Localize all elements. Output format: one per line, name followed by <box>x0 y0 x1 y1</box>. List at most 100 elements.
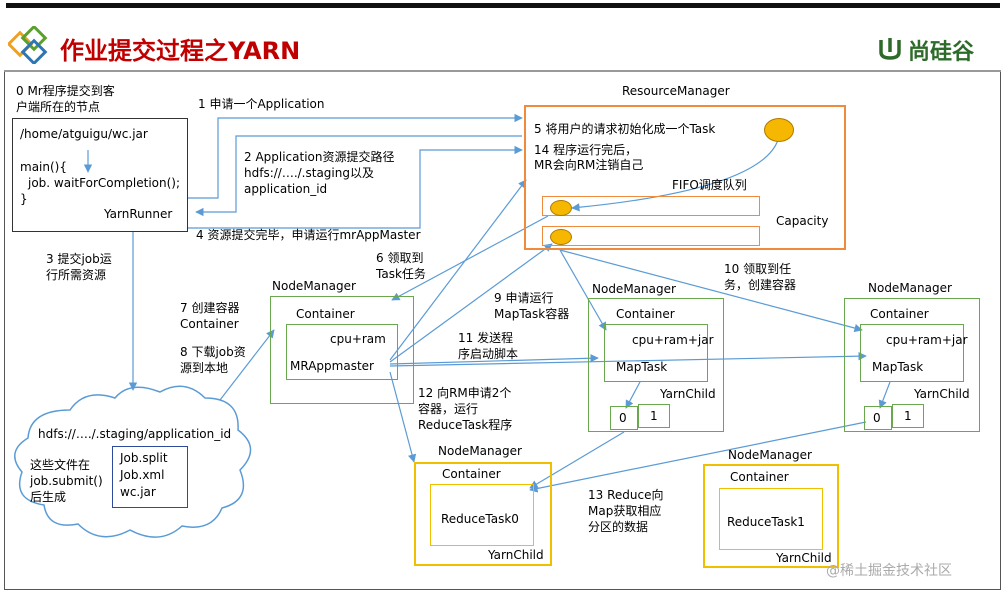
step-11-line-2: 序启动脚本 <box>458 347 519 361</box>
yarnchild-reduce1: YarnChild <box>776 551 832 565</box>
step-2-line-1: 2 Application资源提交路径 <box>244 150 395 164</box>
step-12-line-3: ReduceTask程序 <box>418 418 513 432</box>
reducetask0-label: ReduceTask0 <box>441 512 519 526</box>
yarnchild-reduce0: YarnChild <box>488 548 544 562</box>
arrow-step-7 <box>219 329 275 401</box>
arrow-step-1 <box>188 113 523 199</box>
step-7-line-2: Container <box>180 317 239 331</box>
nodemanager-map2-box <box>844 298 980 432</box>
nm-map2-resource: cpu+ram+jar <box>886 333 968 347</box>
nm-app-title: NodeManager <box>272 279 356 293</box>
arrow-step-13b <box>529 421 867 493</box>
rm-title: ResourceManager <box>622 84 730 98</box>
file-wc-jar: wc.jar <box>120 485 156 499</box>
nodemanager-reduce1-box <box>703 464 839 568</box>
step-13-line-1: 13 Reduce向 <box>588 488 664 502</box>
container-map2 <box>860 324 964 382</box>
nm-map2-title: NodeManager <box>868 281 952 295</box>
queue-slot-1 <box>542 196 760 216</box>
arrow-step-9 <box>389 243 553 363</box>
partition-1-map2 <box>892 404 924 428</box>
arrow-appmaster-to-rm <box>389 179 527 361</box>
reducetask1-label: ReduceTask1 <box>727 515 805 529</box>
partition-1-map1 <box>638 404 670 428</box>
step-3-line-1: 3 提交job运 <box>46 252 112 266</box>
step-10-line-2: 务，创建容器 <box>724 278 797 292</box>
hdfs-note-2: job.submit() <box>30 474 103 488</box>
container-map1 <box>604 324 708 382</box>
yarnchild-map1: YarnChild <box>660 387 716 401</box>
container-reduce1 <box>719 488 823 550</box>
watermark: @稀土掘金技术社区 <box>826 563 952 579</box>
step-9-line-2: MapTask容器 <box>494 307 570 321</box>
partition-0-map2-label: 0 <box>873 411 881 425</box>
nm-app-container-label: Container <box>296 307 355 321</box>
arrow-step-13a <box>529 431 625 489</box>
nodemanager-reduce0-box <box>414 462 552 566</box>
partition-1-map2-label: 1 <box>904 409 912 423</box>
hdfs-cloud <box>14 385 252 538</box>
mrappmaster-label: MRAppmaster <box>290 359 374 373</box>
container-app <box>286 324 398 380</box>
partition-1-map1-label: 1 <box>650 409 658 423</box>
step-3-line-2: 行所需资源 <box>46 268 107 282</box>
nm-red1-container-label: Container <box>730 470 789 484</box>
step-8-line-2: 源到本地 <box>180 361 229 375</box>
client-node-box <box>12 118 188 232</box>
maptask1-label: MapTask <box>616 360 668 374</box>
step-1-label: 1 申请一个Application <box>198 97 325 111</box>
arrow-step-6 <box>391 215 549 301</box>
arrow-map2-partitions <box>878 381 891 409</box>
step-5-label: 5 将用户的请求初始化成一个Task <box>534 122 716 136</box>
step-14-line-1: 14 程序运行完后， <box>534 143 638 157</box>
step-6-line-1: 6 领取到 <box>376 251 424 265</box>
capacity-label: Capacity <box>776 214 829 228</box>
nm-map1-container-label: Container <box>616 307 675 321</box>
header-rule <box>4 70 1001 72</box>
partition-0-map1-label: 0 <box>619 411 627 425</box>
nm-map1-title: NodeManager <box>592 282 676 296</box>
code-line-2: main(){ <box>20 160 67 174</box>
maptask2-label: MapTask <box>872 360 924 374</box>
arrow-task-to-queue <box>571 139 779 212</box>
step-9-line-1: 9 申请运行 <box>494 291 554 305</box>
container-reduce0 <box>430 484 534 546</box>
hdfs-path: hdfs://…./.staging/application_id <box>38 427 232 441</box>
step-6-line-2: Task任务 <box>376 267 426 281</box>
partition-0-map2 <box>864 406 892 430</box>
step-12-line-1: 12 向RM申请2个 <box>418 386 512 400</box>
nm-map1-resource: cpu+ram+jar <box>632 333 714 347</box>
fifo-label: FIFO调度队列 <box>672 178 747 192</box>
arrow-step-11a <box>389 354 599 365</box>
yarnchild-map2: YarnChild <box>914 387 970 401</box>
partition-0-map1 <box>610 406 638 430</box>
arrow-step-12 <box>389 371 417 463</box>
yarnrunner-label: YarnRunner <box>104 207 173 221</box>
arrow-step-4 <box>188 145 523 229</box>
step-7-line-1: 7 创建容器 <box>180 301 240 315</box>
queued-task-2 <box>550 229 572 245</box>
brand-logo-icon <box>879 38 901 60</box>
step-13-line-3: 分区的数据 <box>588 520 649 534</box>
resource-manager-box <box>524 105 846 250</box>
nm-red0-container-label: Container <box>442 467 501 481</box>
arrow-step-10b <box>559 249 863 333</box>
nm-map2-container-label: Container <box>870 307 929 321</box>
file-job-split: Job.split <box>120 451 168 465</box>
step-2-line-3: application_id <box>244 182 328 196</box>
step-11-line-1: 11 发送程 <box>458 331 514 345</box>
step-10-line-1: 10 领取到任 <box>724 262 792 276</box>
queue-slot-2 <box>542 226 760 246</box>
arrow-step-10a <box>559 249 607 331</box>
code-line-1: /home/atguigu/wc.jar <box>20 127 148 141</box>
code-line-4: } <box>20 192 28 206</box>
code-line-3: job. waitForCompletion(); <box>28 176 181 190</box>
client-node-label-1: 0 Mr程序提交到客 <box>16 84 115 98</box>
step-12-line-2: 容器，运行 <box>418 402 479 416</box>
arrow-map1-partitions <box>625 381 641 409</box>
hdfs-note-3: 后生成 <box>30 490 67 504</box>
logo-diamonds-icon <box>8 26 48 64</box>
brand-name: 尚硅谷 <box>908 40 975 65</box>
file-job-xml: Job.xml <box>120 468 165 482</box>
arrow-step-2 <box>195 135 522 217</box>
